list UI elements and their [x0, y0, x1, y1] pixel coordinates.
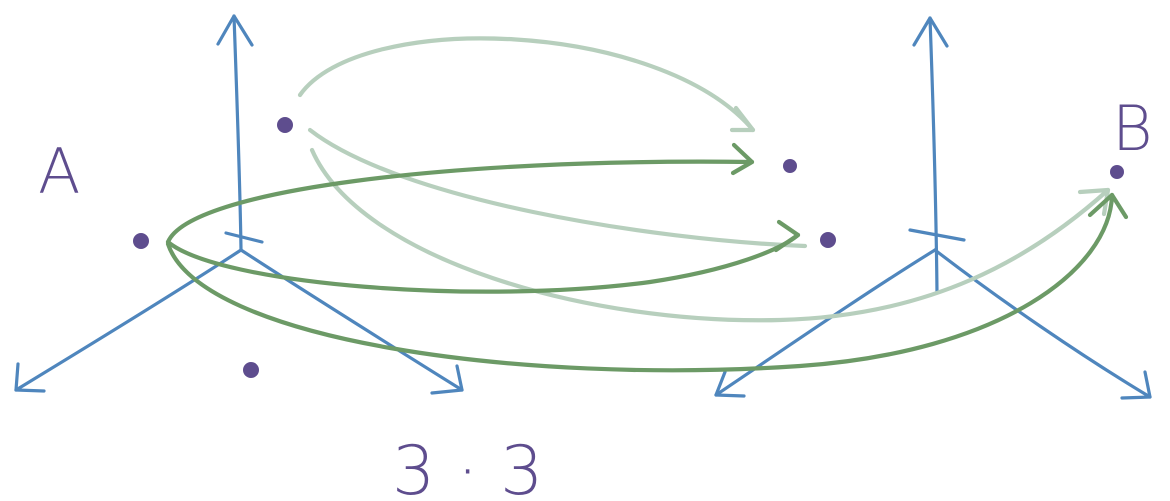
dark-path-to-upper-target-arrowhead: [730, 142, 755, 176]
light-path-to-upper-target-arrowhead: [729, 105, 756, 133]
left-axis-left-arrowhead: [14, 362, 46, 393]
left-axis-right: [239, 248, 464, 392]
left-axis-right-arrowhead: [430, 364, 464, 395]
dark-path-to-B: [165, 192, 1115, 373]
point-middle-lower: [820, 232, 836, 248]
right-axis-right-arrowhead: [1120, 370, 1152, 400]
left-axis-up-arrowhead: [216, 14, 254, 47]
points: [133, 117, 1124, 378]
light-path-to-middle-target: [307, 127, 808, 249]
label-B: B: [1112, 92, 1153, 165]
point-A: [133, 233, 149, 249]
dark-path-to-B-arrowhead: [1087, 192, 1129, 220]
point-B: [1110, 165, 1124, 179]
dark-path-to-upper-target: [165, 159, 755, 245]
point-middle-upper: [783, 159, 797, 173]
right-axis-left-arrowhead: [714, 370, 746, 398]
point-left-upper: [277, 117, 293, 133]
right-axis-cross-mark: [908, 228, 966, 242]
right-axis-up: [928, 16, 939, 294]
formula-label: 3 · 3: [392, 432, 543, 501]
left-axis-cross-mark: [224, 231, 264, 244]
right-axis-up-arrowhead: [912, 16, 949, 48]
left-axis-up: [232, 14, 243, 252]
dark-path-to-middle-target: [165, 232, 801, 294]
right-axis-right: [933, 248, 1152, 399]
point-left-lower: [243, 362, 259, 378]
dark-paths: [165, 142, 1129, 373]
right-coordinate-frame: [714, 16, 1152, 400]
light-path-to-upper-target: [297, 36, 756, 133]
label-A: A: [38, 135, 80, 208]
light-path-to-B: [309, 147, 1111, 323]
light-paths: [297, 36, 1111, 323]
right-axis-left: [714, 248, 937, 397]
left-axis-left: [14, 248, 243, 392]
left-coordinate-frame: [14, 14, 464, 395]
dark-path-to-middle-target-arrowhead: [773, 219, 801, 253]
